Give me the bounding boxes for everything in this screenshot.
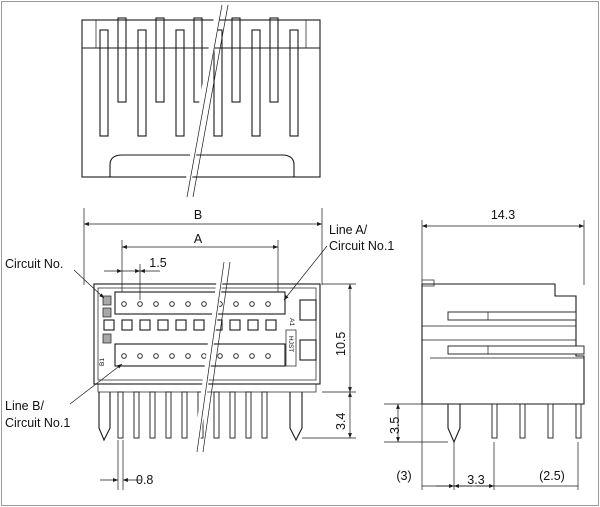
side-end-label: (2.5) (539, 469, 565, 483)
top-view (81, 4, 321, 198)
side-pins (491, 403, 582, 439)
side-pitch-label: 3.3 (467, 473, 484, 487)
mark-b1: B1 (99, 358, 106, 366)
top-view-body (81, 19, 321, 178)
front-pins (117, 391, 268, 439)
polarization-marks (102, 295, 112, 344)
side-view: 14.3 3.5 (3) 3.3 (384, 208, 585, 490)
break-line (186, 4, 223, 198)
pitch-label: 1.5 (149, 256, 166, 270)
break-line (196, 261, 225, 453)
line-b-label-2: Circuit No.1 (5, 416, 70, 430)
front-view: B A 1.5 (5, 208, 394, 490)
height-label: 10.5 (334, 332, 348, 356)
side-width-label: 14.3 (491, 208, 515, 222)
break-line (192, 4, 229, 198)
pin-width-label: 0.8 (136, 473, 153, 487)
right-latch (299, 299, 317, 321)
right-latch (299, 339, 317, 361)
side-view-body (421, 283, 585, 405)
top-view-latch (109, 154, 295, 177)
mark-a1: A1 (288, 318, 295, 326)
mark-brand: HJST (287, 336, 294, 352)
circuit-no-label: Circuit No. (5, 257, 63, 271)
dimension-a-label: A (194, 232, 203, 246)
line-a-label-1: Line A/ (329, 223, 368, 237)
mounting-peg (289, 392, 303, 442)
pin-dots (121, 301, 271, 359)
line-a-label-2: Circuit No.1 (329, 239, 394, 253)
lower-pin-row (114, 343, 286, 367)
contact-window-row (103, 319, 277, 331)
side-latch-band (447, 311, 577, 321)
side-latch-band (447, 345, 585, 355)
line-b-label-1: Line B/ (5, 399, 44, 413)
mounting-peg (98, 392, 111, 442)
circuit-no-leader (73, 269, 105, 299)
dimension-b-label: B (194, 208, 202, 222)
line-b-leader (69, 363, 123, 405)
side-offset-label: (3) (396, 469, 411, 483)
upper-pin-row (114, 291, 286, 315)
pin-length-label: 3.4 (334, 413, 348, 430)
side-pin-length-label: 3.5 (388, 417, 402, 434)
break-line (202, 261, 231, 453)
side-peg (447, 404, 461, 444)
line-a-leader (283, 245, 328, 301)
